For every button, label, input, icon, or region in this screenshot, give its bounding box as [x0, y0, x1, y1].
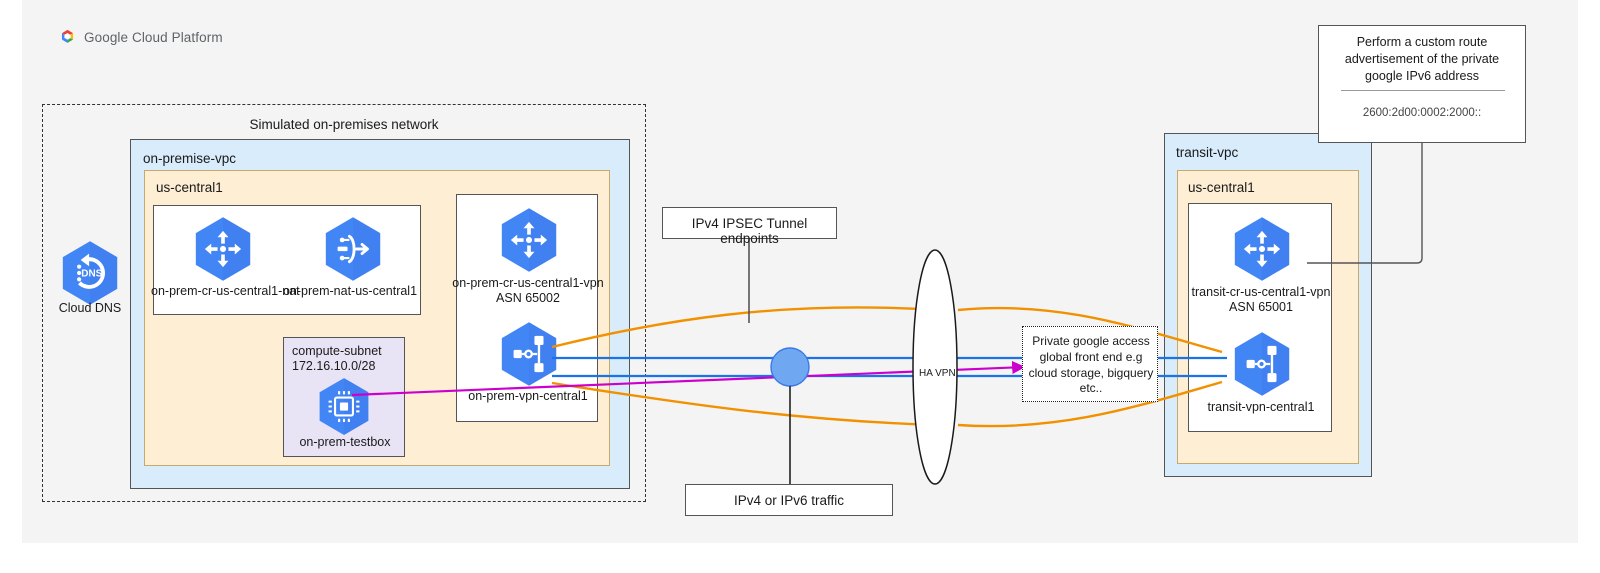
transit-vpc-title: transit-vpc	[1176, 145, 1239, 160]
traffic-callout-label: IPv4 or IPv6 traffic	[733, 493, 845, 508]
note-ipv6-address: 2600:2d00:0002:2000::	[1362, 107, 1482, 119]
custom-route-note-box: Perform a custom route advertisement of …	[1318, 25, 1526, 143]
compute-subnet-container: compute-subnet 172.16.10.0/28 on-prem-te…	[283, 337, 405, 457]
ha-vpn-label: HA VPN	[919, 368, 956, 379]
google-cloud-logo-icon	[58, 28, 77, 47]
transit-router-asn: ASN 65001	[1229, 300, 1293, 314]
cloud-nat-icon	[324, 216, 382, 282]
brand-label: Google Cloud Platform	[84, 30, 223, 45]
transit-router-label: transit-cr-us-central1-vpn	[1191, 285, 1331, 299]
transit-region-title: us-central1	[1188, 180, 1255, 195]
onprem-vpn-router-label: on-prem-cr-us-central1-vpn	[452, 276, 604, 290]
note-divider	[1341, 90, 1505, 91]
traffic-callout-box: IPv4 or IPv6 traffic	[685, 484, 893, 516]
private-google-access-label: Private google access global front end e…	[1028, 334, 1154, 396]
onprem-region-title: us-central1	[156, 180, 223, 195]
svg-text:DNS: DNS	[81, 269, 102, 280]
simulated-onprem-network-title: Simulated on-premises network	[249, 117, 439, 132]
ipsec-callout-box: IPv4 IPSEC Tunnel endpoints	[662, 207, 837, 246]
onprem-vpn-router-asn: ASN 65002	[496, 291, 560, 305]
cloud-router-icon	[1233, 216, 1291, 282]
onprem-testbox-label: on-prem-testbox	[299, 435, 391, 449]
transit-gateway-label: transit-vpn-central1	[1207, 400, 1315, 414]
onprem-router-nat-label: on-prem-cr-us-central1-nat	[151, 284, 300, 298]
private-google-access-box: Private google access global front end e…	[1022, 326, 1158, 402]
onprem-nat-label: on-prem-nat-us-central1	[282, 284, 418, 298]
onprem-vpn-box: on-prem-cr-us-central1-vpn ASN 65002 on-…	[452, 194, 604, 422]
onprem-vpn-gateway-label: on-prem-vpn-central1	[468, 389, 588, 403]
compute-instance-icon	[318, 377, 370, 436]
compute-subnet-cidr: 172.16.10.0/28	[292, 359, 376, 373]
diagram-canvas: Google Cloud Platform Simulated on-premi…	[22, 0, 1578, 543]
simulated-onprem-network-container: Simulated on-premises network	[42, 104, 646, 502]
transit-vpn-box: transit-cr-us-central1-vpn ASN 65001 tra…	[1188, 203, 1332, 432]
gcp-brand: Google Cloud Platform	[58, 28, 223, 47]
cloud-router-icon	[194, 216, 252, 282]
custom-route-note-text: Perform a custom route advertisement of …	[1344, 35, 1500, 83]
cloud-dns-icon: DNS	[61, 240, 119, 306]
ipsec-callout-label: IPv4 IPSEC Tunnel endpoints	[691, 216, 808, 246]
compute-subnet-name: compute-subnet	[292, 344, 382, 358]
vpn-gateway-icon	[500, 321, 558, 387]
cloud-router-icon	[500, 207, 558, 273]
cloud-dns-label: Cloud DNS	[58, 301, 122, 315]
on-premise-vpc-title: on-premise-vpc	[143, 151, 237, 166]
onprem-routers-box: on-prem-cr-us-central1-nat on-prem-nat-u…	[151, 205, 421, 315]
vpn-gateway-icon	[1233, 331, 1291, 397]
